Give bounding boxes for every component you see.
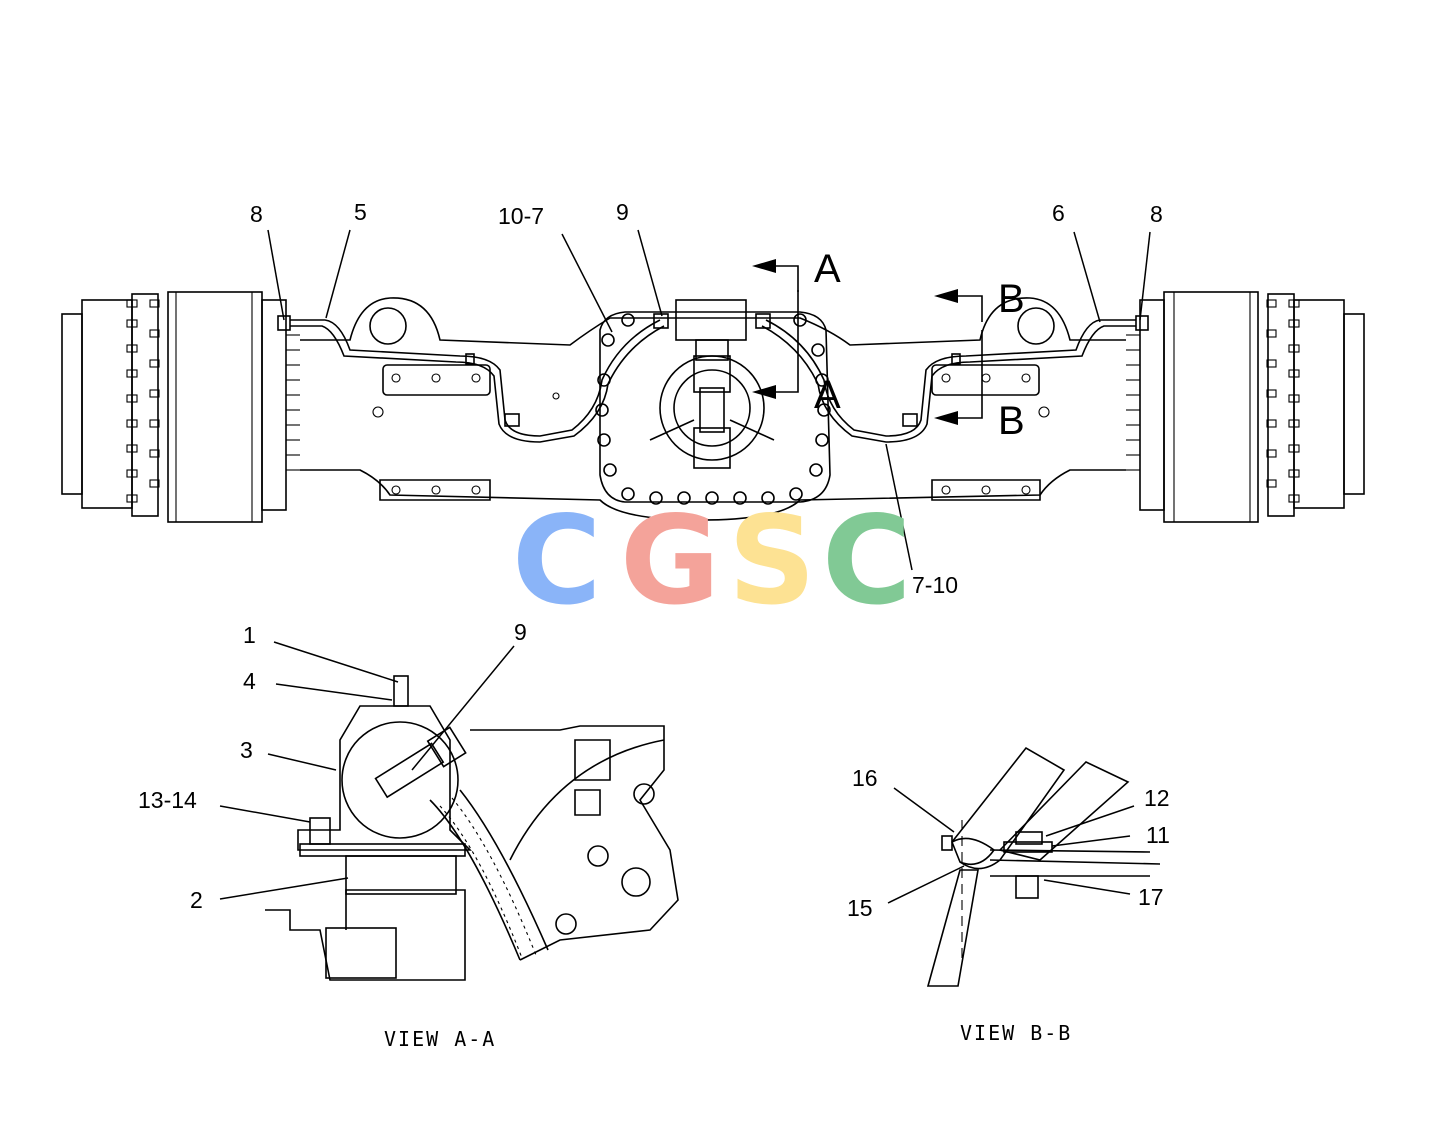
brake-line-right — [755, 313, 1149, 443]
section-arrow-b — [934, 289, 983, 425]
watermark-letter-c1: C — [512, 490, 602, 632]
callout-7-10: 7-10 — [912, 572, 958, 598]
left-wheel-hub — [61, 291, 300, 523]
callout-5: 5 — [354, 199, 367, 225]
callout-9-main: 9 — [616, 199, 629, 225]
view-bb-title: VIEW B-B — [960, 1021, 1072, 1045]
axle-assembly — [61, 259, 1365, 523]
brake-line-left — [277, 313, 669, 443]
section-label-b-bottom: B — [998, 399, 1025, 443]
callout-8-right: 8 — [1150, 201, 1163, 227]
callout-1: 1 — [243, 622, 256, 648]
callout-12: 12 — [1144, 785, 1170, 811]
callout-6: 6 — [1052, 200, 1065, 226]
main-leader-lines — [267, 229, 1151, 571]
callout-11: 11 — [1146, 822, 1170, 848]
view-aa-title: VIEW A-A — [384, 1027, 496, 1051]
callout-10-7: 10-7 — [498, 203, 544, 229]
section-label-a-bottom: A — [814, 373, 841, 417]
callout-17: 17 — [1138, 884, 1164, 910]
callout-3: 3 — [240, 737, 253, 763]
section-label-a-top: A — [814, 247, 841, 291]
view-bb-drawing — [926, 746, 1161, 987]
callout-8-left: 8 — [250, 201, 263, 227]
callout-13-14: 13-14 — [138, 787, 197, 813]
watermark-letter-c2: C — [822, 490, 912, 632]
cgsc-watermark: C G S C — [512, 490, 912, 632]
axle-housing — [300, 297, 1126, 521]
section-label-b-top: B — [998, 277, 1025, 321]
view-aa-drawing — [265, 675, 679, 981]
callout-16: 16 — [852, 765, 878, 791]
view-bb-leaders — [887, 787, 1135, 904]
right-wheel-hub — [1126, 291, 1365, 523]
watermark-letter-s: S — [728, 490, 816, 632]
callout-9-view-aa: 9 — [514, 619, 527, 645]
callout-4: 4 — [243, 668, 256, 694]
differential-carrier — [595, 299, 831, 505]
callout-15: 15 — [847, 895, 873, 921]
view-aa-leaders — [219, 641, 515, 900]
callout-2: 2 — [190, 887, 203, 913]
watermark-letter-g: G — [620, 490, 720, 632]
section-arrow-a — [752, 259, 799, 399]
